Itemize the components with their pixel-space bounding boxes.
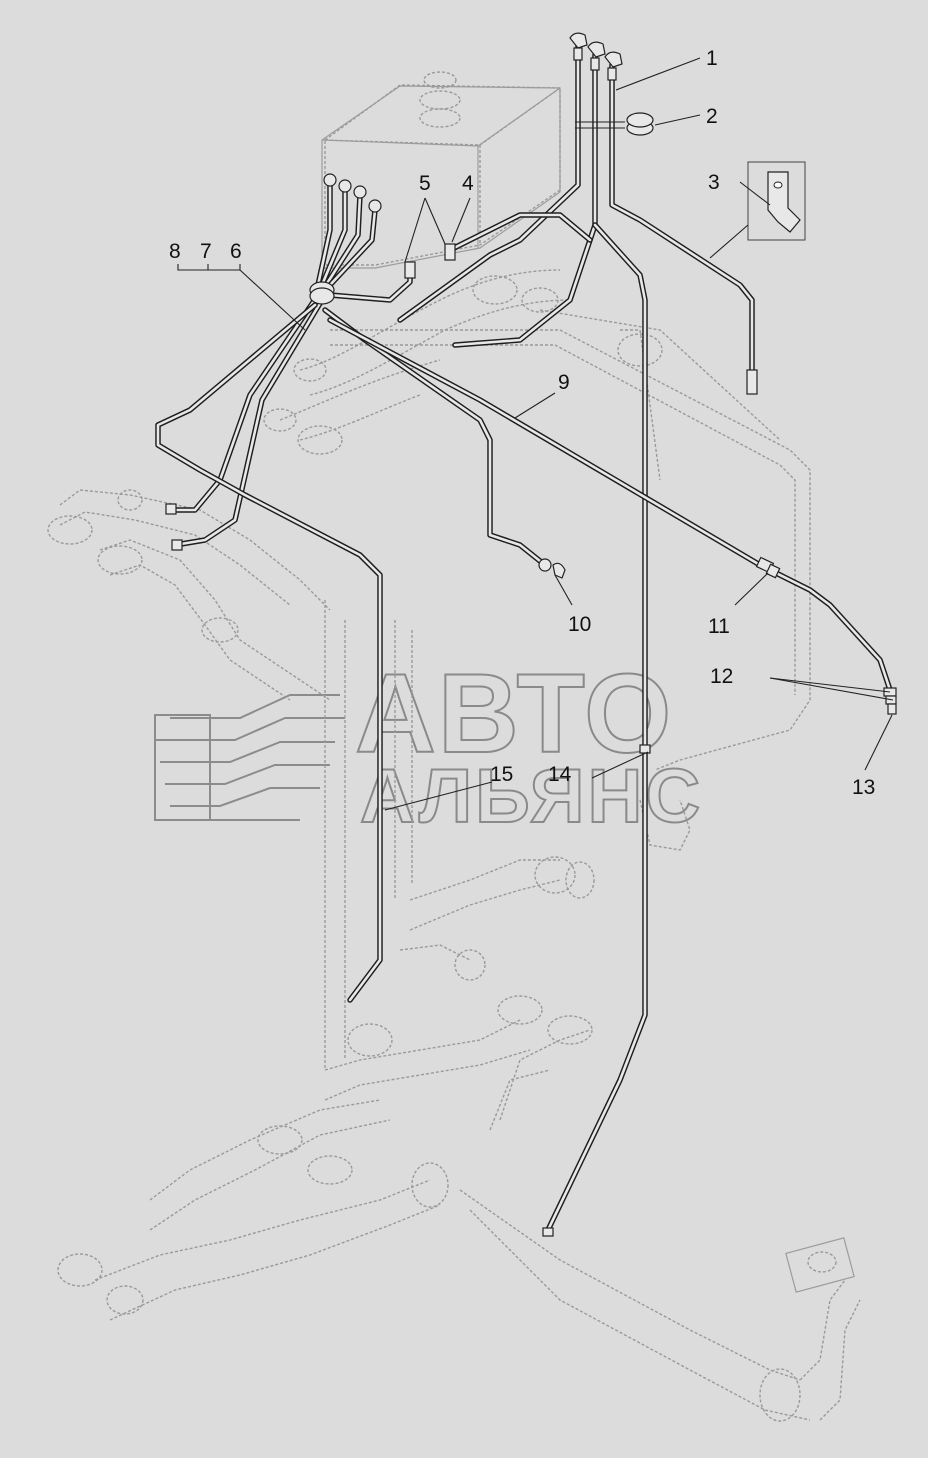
callout-labels: 1 2 3 4 5 6 7 8 9 10 11 12 13 14 15 <box>169 47 875 799</box>
callout-4: 4 <box>462 172 474 195</box>
union-part-11 <box>755 556 781 579</box>
callout-15: 15 <box>490 763 513 786</box>
watermark-logo <box>154 694 345 821</box>
tank-fittings <box>309 173 382 305</box>
hose-end <box>746 369 758 395</box>
callout-1: 1 <box>706 47 718 70</box>
callout-5: 5 <box>419 172 431 195</box>
fitting-part-5 <box>404 261 416 279</box>
callout-8: 8 <box>169 240 181 263</box>
callout-2: 2 <box>706 105 718 128</box>
clamp-part-2 <box>575 112 654 136</box>
pipe-network <box>155 42 893 1233</box>
watermark-line1: АВТО <box>355 651 673 776</box>
callout-9: 9 <box>558 371 570 394</box>
pipe-end-left-1 <box>165 503 177 515</box>
top-elbow-fittings <box>569 32 623 81</box>
callout-6: 6 <box>230 240 242 263</box>
callout-10: 10 <box>568 613 591 636</box>
bracket-part-3 <box>747 161 806 241</box>
leader-lines <box>177 57 894 811</box>
callout-14: 14 <box>548 763 572 786</box>
callout-12: 12 <box>710 665 733 688</box>
fitting-part-4 <box>444 243 456 261</box>
callout-13: 13 <box>852 776 875 799</box>
callout-11: 11 <box>708 615 730 638</box>
pipe-end-bottom <box>542 1227 554 1237</box>
coupling-part-14 <box>639 744 651 754</box>
pipe-end-left-2 <box>171 539 183 551</box>
callout-7: 7 <box>200 240 212 263</box>
callout-3: 3 <box>708 171 720 194</box>
hydraulic-tank <box>321 85 561 269</box>
fitting-part-10 <box>538 558 566 579</box>
